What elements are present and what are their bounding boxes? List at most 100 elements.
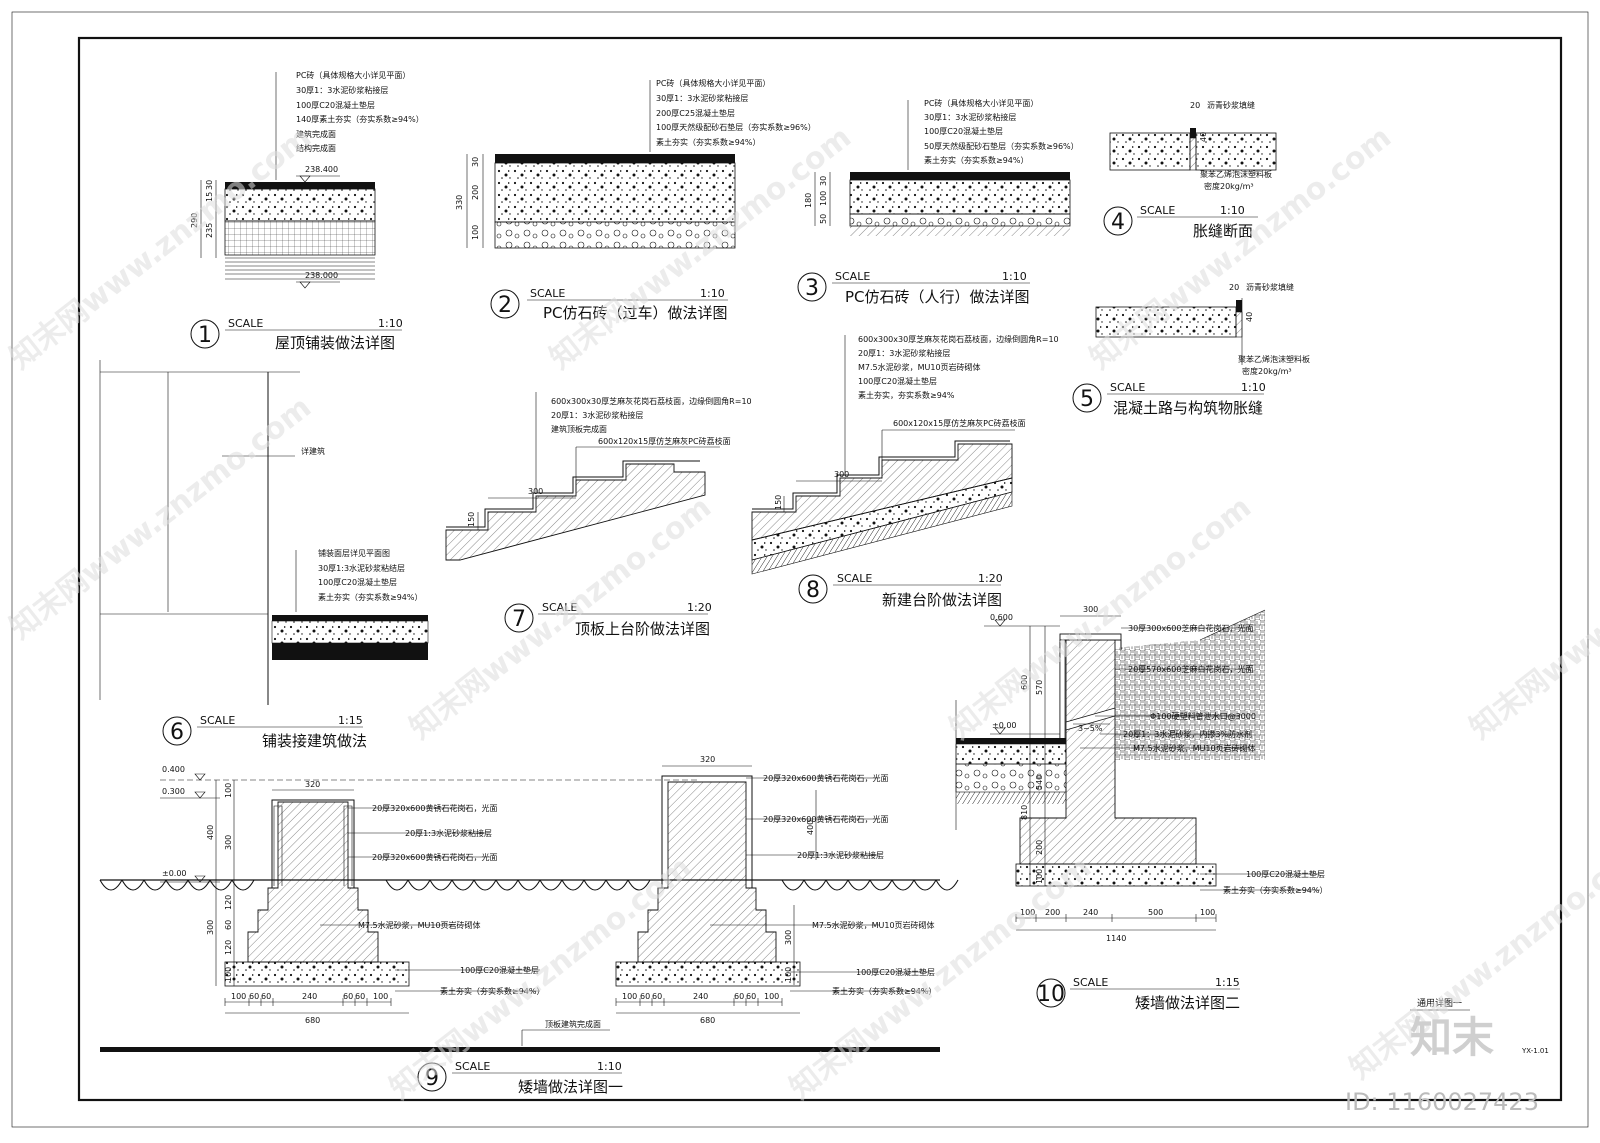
elevation: 0.600 (990, 613, 1013, 622)
layer-label: 20厚1：3水泥砂浆粘接层 (858, 348, 950, 358)
watermark-text: 知末网www.znzmo.com (3, 390, 318, 647)
detail-1: PC砖（具体规格大小详见平面） 30厚1：3水泥砂浆粘接层 100厚C20混凝土… (190, 70, 424, 352)
slope-label: 3~5% (1078, 724, 1103, 733)
elevation: 0.400 (162, 765, 185, 774)
riser-label: 600x120x15厚仿芝麻灰PC砖荔枝面 (598, 436, 731, 446)
detail-number: 5 (1080, 387, 1094, 412)
detail-number: 10 (1037, 982, 1065, 1007)
layer-label: 140厚素土夯实（夯实系数≥94%） (296, 114, 424, 124)
dimension: 810 (1020, 805, 1029, 820)
detail-3: PC砖（具体规格大小详见平面） 30厚1：3水泥砂浆粘接层 100厚C20混凝土… (797, 98, 1079, 306)
detail-title: 新建台阶做法详图 (882, 591, 1002, 609)
dimension: 300 (784, 930, 793, 945)
dimension: 20 (1229, 283, 1239, 292)
layer-label: 50厚天然级配砂石垫层（夯实系数≥96%） (924, 141, 1079, 151)
layer-label: 结构完成面 (296, 143, 336, 153)
layer-label: 100厚C20混凝土垫层 (296, 100, 375, 110)
layer-label: 600x300x30厚芝麻灰花岗石荔枝面，边缘倒圆角R=10 (551, 396, 752, 406)
detail-title: 矮墙做法详图二 (1135, 994, 1240, 1012)
total-dimension: 680 (305, 1016, 320, 1025)
total-dimension: 680 (700, 1016, 715, 1025)
dimension: 100 (471, 225, 480, 240)
dimension: 100 (224, 783, 233, 798)
layer-label: 100厚天然级配砂石垫层（夯实系数≥96%） (656, 122, 816, 132)
elevation: ±0.00 (992, 721, 1017, 730)
layer-label: 100厚C20混凝土垫层 (318, 577, 397, 587)
scale-label: SCALE (200, 714, 235, 727)
concrete-layer (849, 179, 1071, 215)
scale-value: 1:15 (1215, 976, 1240, 989)
dimension: 200 (471, 185, 480, 200)
dimension: 400 (206, 825, 215, 840)
layer-label: 素土夯实（夯实系数≥94%） (656, 137, 760, 147)
dimension: 15 (205, 192, 214, 202)
layer-label: 30厚1:3水泥砂浆粘结层 (318, 563, 405, 573)
dimension: 240 (302, 992, 317, 1001)
dimension: 60 (224, 920, 233, 930)
dimension: 240 (693, 992, 708, 1001)
dimension: 60 (746, 992, 756, 1001)
dimension: 60 (249, 992, 259, 1001)
watermarks: 知末网www.znzmo.com 知末网www.znzmo.com 知末网www… (3, 120, 1600, 1107)
dimension: 30 (819, 176, 828, 186)
layer-label: 600x300x30厚芝麻灰花岗石荔枝面，边缘倒圆角R=10 (858, 334, 1059, 344)
dimension: 200 (1035, 840, 1044, 855)
dimension: 120 (224, 895, 233, 910)
roof-slab (100, 1047, 940, 1052)
layer-label: PC砖（具体规格大小详见平面） (296, 70, 410, 80)
dimension: 60 (734, 992, 744, 1001)
brand-logo: 知末 (1410, 1013, 1494, 1062)
density-label: 密度20kg/m³ (1242, 366, 1292, 376)
gravel-layer (849, 213, 1071, 227)
dimension: 320 (305, 780, 320, 789)
dimension: 60 (343, 992, 353, 1001)
dimension: 150 (774, 495, 783, 510)
sheet-code: YX-1.01 (1521, 1047, 1549, 1055)
dimension: 320 (700, 755, 715, 764)
dimension: 500 (1148, 908, 1163, 917)
layer-label: PC砖（具体规格大小详见平面） (924, 98, 1038, 108)
soil-layer (224, 220, 376, 256)
dimension: 400 (806, 820, 815, 835)
dimension: 30 (471, 157, 480, 167)
scale-value: 1:10 (597, 1060, 622, 1073)
detail-title: 胀缝断面 (1193, 222, 1253, 240)
scale-value: 1:10 (1220, 204, 1245, 217)
dimension: 540 (1035, 775, 1044, 790)
detail-6: 详建筑 铺装面层详见平面图 30厚1:3水泥砂浆粘结层 100厚C20混凝土垫层… (99, 360, 429, 750)
scale-value: 1:20 (978, 572, 1003, 585)
detail-number: 9 (425, 1066, 439, 1091)
detail-9: 0.400 0.300 ±0.00 100 400 300 120 300 60… (99, 755, 959, 1096)
scale-label: SCALE (530, 287, 565, 300)
layer-label: 100厚C20混凝土垫层 (924, 126, 1003, 136)
dimension: 60 (640, 992, 650, 1001)
dimension: 200 (1045, 908, 1060, 917)
scale-value: 1:15 (338, 714, 363, 727)
ground-line (99, 879, 959, 891)
concrete-layer (224, 188, 376, 222)
dimension: 60 (652, 992, 662, 1001)
detail-7: 600x300x30厚芝麻灰花岗石荔枝面，边缘倒圆角R=10 20厚1：3水泥砂… (445, 392, 752, 638)
dimension: 150 (467, 512, 476, 527)
detail-number: 2 (498, 293, 512, 318)
dimension: 100 (622, 992, 637, 1001)
watermark-text: 知末网www.znzmo.com (783, 850, 1098, 1107)
watermark-text: 知末网www.znzmo.com (1463, 490, 1600, 747)
detail-10: 0.600 ±0.00 300 3~5% 30厚300x600芝麻白花岗石，光面… (955, 605, 1327, 1012)
layer-label: 素土夯实（夯实系数≥94%） (318, 592, 422, 602)
dimension: 290 (190, 213, 199, 228)
layer-label: 素土夯实（夯实系数≥94%） (924, 155, 1028, 165)
scale-label: SCALE (455, 1060, 490, 1073)
detail-number: 7 (512, 607, 526, 632)
concrete-layer (494, 162, 736, 223)
layer-label: 铺装面层详见平面图 (318, 548, 390, 558)
elevation: 0.300 (162, 787, 185, 796)
detail-number: 8 (806, 578, 820, 603)
dimension: 100 (784, 967, 793, 982)
dimension: 300 (206, 920, 215, 935)
dimension: 60 (261, 992, 271, 1001)
elevation-top: 238.400 (305, 165, 338, 174)
detail-title: 矮墙做法详图一 (518, 1078, 623, 1096)
dimension: 40 (1199, 132, 1208, 142)
